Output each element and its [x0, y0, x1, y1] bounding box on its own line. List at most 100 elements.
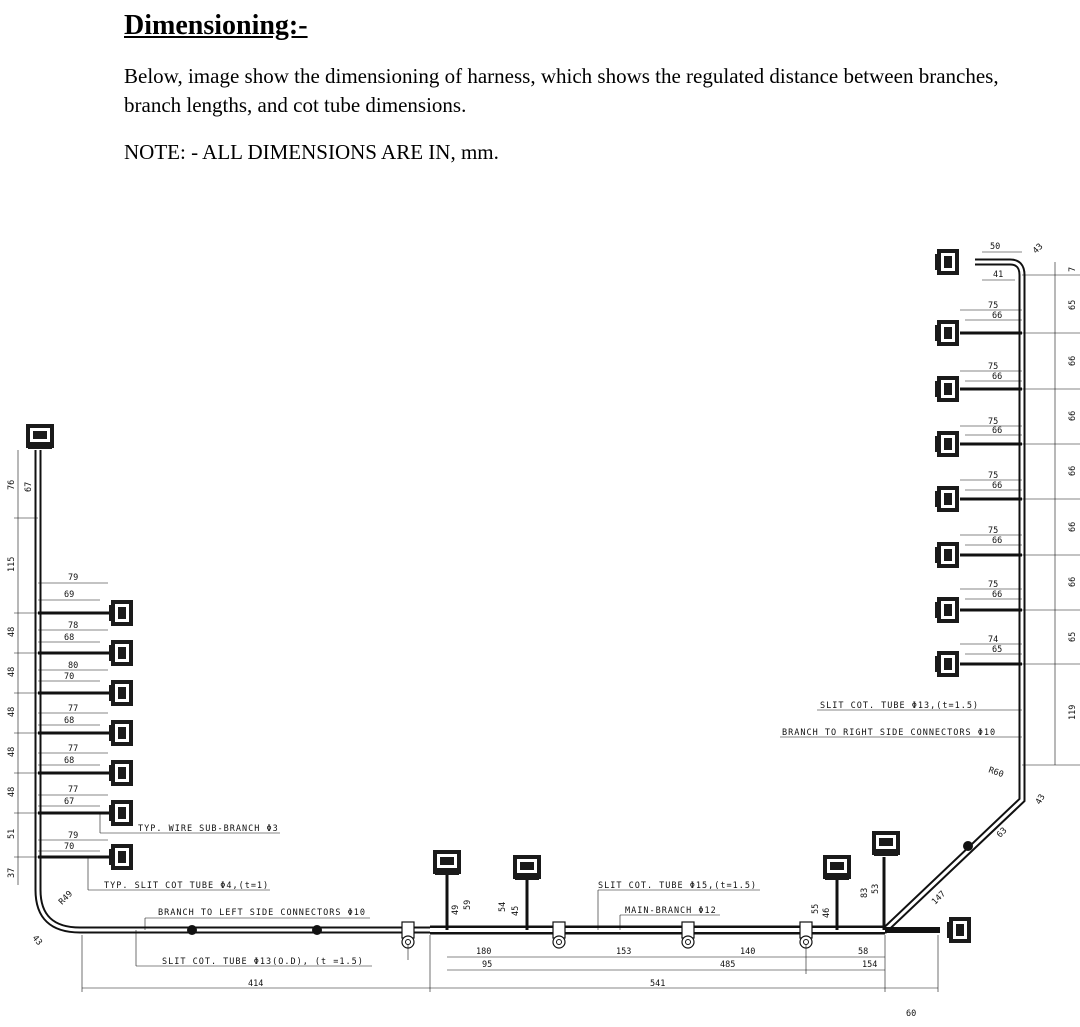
svg-text:R60: R60 — [987, 765, 1005, 780]
right-branch-length-labels: 75 66 75 66 75 66 75 66 75 66 75 66 74 6… — [988, 301, 1002, 655]
mid-connector-1 — [433, 850, 461, 875]
svg-text:70: 70 — [64, 672, 74, 682]
left-connector-5 — [109, 760, 133, 786]
mid-branch-dims: 49 59 54 45 55 46 83 53 — [451, 884, 881, 918]
svg-text:77: 77 — [68, 785, 78, 795]
left-connectors — [26, 424, 133, 870]
right-top-connector — [935, 249, 959, 275]
svg-text:95: 95 — [482, 960, 492, 970]
label-branch-right: BRANCH TO RIGHT SIDE CONNECTORS Φ10 — [782, 728, 996, 738]
label-branch-left: BRANCH TO LEFT SIDE CONNECTORS Φ10 — [158, 908, 366, 918]
drawing-labels: SLIT COT. TUBE Φ13,(t=1.5) BRANCH TO RIG… — [104, 701, 996, 967]
svg-text:66: 66 — [992, 481, 1002, 491]
svg-text:68: 68 — [64, 633, 74, 643]
svg-text:77: 77 — [68, 704, 78, 714]
svg-text:79: 79 — [68, 831, 78, 841]
svg-text:51: 51 — [7, 829, 17, 839]
svg-text:74: 74 — [988, 635, 998, 645]
svg-text:68: 68 — [64, 756, 74, 766]
svg-text:66: 66 — [992, 311, 1002, 321]
svg-text:66: 66 — [992, 590, 1002, 600]
svg-text:53: 53 — [871, 884, 881, 894]
svg-text:485: 485 — [720, 960, 735, 970]
grommets — [187, 841, 973, 935]
svg-text:54: 54 — [498, 902, 508, 912]
left-top-connector — [26, 424, 54, 449]
right-vertical-dims: 7 65 66 66 66 66 66 65 119 — [1068, 267, 1078, 720]
svg-text:R49: R49 — [57, 889, 75, 907]
svg-text:115: 115 — [7, 557, 17, 572]
label-slit-tube-typ: TYP. SLIT COT TUBE Φ4,(t=1) — [104, 881, 269, 891]
label-main-branch: MAIN-BRANCH Φ12 — [625, 906, 717, 916]
left-branch-length-labels: 79 69 78 68 80 70 77 68 77 68 77 67 79 7… — [64, 573, 78, 852]
svg-text:79: 79 — [68, 573, 78, 583]
svg-text:68: 68 — [64, 716, 74, 726]
svg-text:66: 66 — [992, 372, 1002, 382]
svg-text:75: 75 — [988, 471, 998, 481]
svg-text:37: 37 — [7, 868, 17, 878]
svg-text:180: 180 — [476, 947, 491, 957]
description-paragraph: Below, image show the dimensioning of ha… — [124, 64, 999, 117]
svg-text:59: 59 — [463, 900, 473, 910]
left-connector-3 — [109, 680, 133, 706]
svg-text:41: 41 — [993, 270, 1003, 280]
svg-text:60: 60 — [906, 1009, 916, 1019]
middle-branches — [445, 857, 886, 930]
label-slit-tube-left: SLIT COT. TUBE Φ13(O.D), (t =1.5) — [162, 957, 364, 967]
right-connector-4 — [935, 486, 959, 512]
label-slit-tube-main: SLIT COT. TUBE Φ15,(t=1.5) — [598, 881, 757, 891]
svg-text:48: 48 — [7, 747, 17, 757]
right-connectors — [935, 249, 971, 943]
svg-text:43: 43 — [1034, 793, 1048, 807]
left-connector-1 — [109, 600, 133, 626]
units-note: NOTE: - ALL DIMENSIONS ARE IN, mm. — [124, 140, 499, 164]
svg-text:66: 66 — [1068, 522, 1078, 532]
right-branch-dims — [960, 309, 1022, 655]
svg-text:46: 46 — [822, 908, 832, 918]
svg-text:67: 67 — [24, 482, 34, 492]
svg-text:43: 43 — [1031, 242, 1045, 256]
left-connector-4 — [109, 720, 133, 746]
svg-text:154: 154 — [862, 960, 877, 970]
svg-text:65: 65 — [1068, 632, 1078, 642]
right-connector-1 — [935, 320, 959, 346]
dimension-lines — [14, 251, 1080, 992]
svg-text:48: 48 — [7, 627, 17, 637]
svg-text:75: 75 — [988, 580, 998, 590]
svg-text:69: 69 — [64, 590, 74, 600]
svg-text:153: 153 — [616, 947, 631, 957]
svg-text:66: 66 — [1068, 356, 1078, 366]
svg-text:65: 65 — [1068, 300, 1078, 310]
svg-text:7: 7 — [1068, 267, 1078, 272]
svg-text:77: 77 — [68, 744, 78, 754]
svg-text:66: 66 — [992, 426, 1002, 436]
svg-text:83: 83 — [860, 888, 870, 898]
svg-text:48: 48 — [7, 667, 17, 677]
svg-text:65: 65 — [992, 645, 1002, 655]
svg-text:414: 414 — [248, 979, 263, 989]
svg-text:140: 140 — [740, 947, 755, 957]
svg-text:80: 80 — [68, 661, 78, 671]
svg-text:76: 76 — [7, 480, 17, 490]
left-vertical-dims: 76 67 115 48 48 48 48 48 51 37 — [7, 480, 34, 878]
svg-text:75: 75 — [988, 526, 998, 536]
mid-connector-3 — [823, 855, 851, 880]
svg-text:48: 48 — [7, 707, 17, 717]
svg-text:49: 49 — [451, 905, 461, 915]
svg-text:66: 66 — [1068, 411, 1078, 421]
right-connector-2 — [935, 376, 959, 402]
svg-text:67: 67 — [64, 797, 74, 807]
svg-text:50: 50 — [990, 242, 1000, 252]
svg-text:75: 75 — [988, 362, 998, 372]
left-branch-dims — [38, 582, 108, 852]
svg-text:75: 75 — [988, 417, 998, 427]
left-connector-6 — [109, 800, 133, 826]
right-connector-3 — [935, 431, 959, 457]
svg-text:43: 43 — [30, 934, 44, 948]
svg-text:55: 55 — [811, 904, 821, 914]
svg-text:48: 48 — [7, 787, 17, 797]
svg-text:147: 147 — [930, 889, 948, 907]
mid-connector-4 — [872, 831, 900, 856]
svg-text:66: 66 — [1068, 577, 1078, 587]
label-wire-sub-branch: TYP. WIRE SUB-BRANCH Φ3 — [138, 824, 279, 834]
